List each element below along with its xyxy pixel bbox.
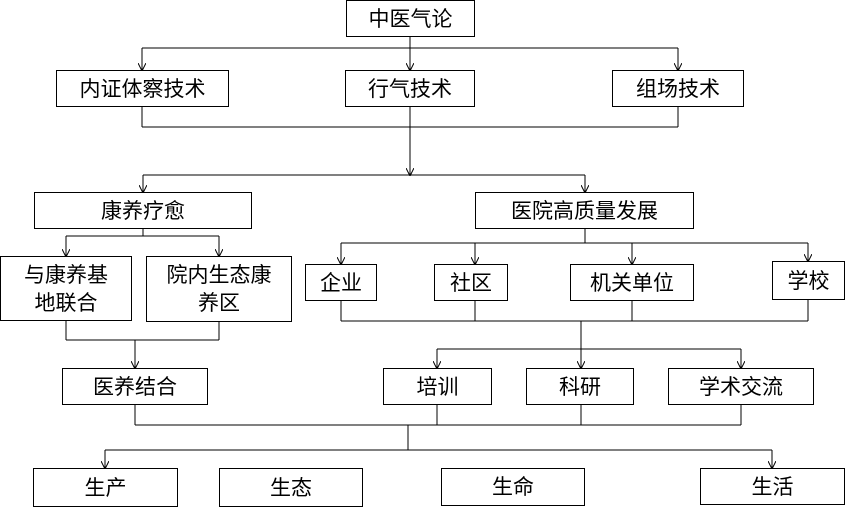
node-tech-field: 组场技术 [612,70,744,107]
node-living: 生活 [700,468,845,505]
node-production: 生产 [33,468,178,507]
node-medical-care-integration: 医养结合 [62,368,208,405]
node-community: 社区 [434,264,508,301]
node-tech-qi-flow: 行气技术 [345,70,475,107]
node-root: 中医气论 [346,0,475,37]
node-eco-area: 院内生态康 养区 [146,256,292,322]
node-training: 培训 [383,368,492,405]
node-research: 科研 [526,368,634,405]
node-school: 学校 [772,261,845,300]
node-kangyang: 康养疗愈 [34,192,252,229]
node-life: 生命 [441,468,585,506]
node-ecology: 生态 [219,468,363,507]
node-academic-exchange: 学术交流 [668,368,814,405]
node-hospital-development: 医院高质量发展 [475,192,694,229]
node-tech-inner-observation: 内证体察技术 [56,70,229,107]
node-enterprise: 企业 [305,264,377,301]
node-agency: 机关单位 [570,264,694,301]
node-wellness-base: 与康养基 地联合 [0,256,132,321]
